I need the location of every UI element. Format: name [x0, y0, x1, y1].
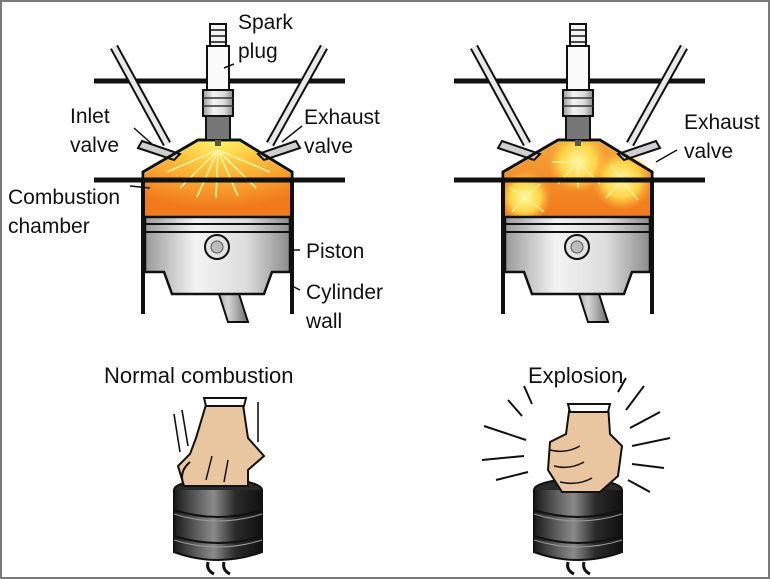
explosion-caption: Explosion: [528, 363, 624, 388]
flame-rays: [166, 149, 271, 199]
normal-combustion-engine: [94, 24, 345, 322]
explosion-hand-illustration: [481, 377, 671, 576]
leader-lines: [129, 63, 678, 291]
explosion-engine: [454, 24, 705, 322]
normal-combustion-caption: Normal combustion: [104, 363, 294, 388]
piston-label: Piston: [306, 240, 365, 263]
normal-combustion-hand-illustration: [172, 397, 266, 576]
